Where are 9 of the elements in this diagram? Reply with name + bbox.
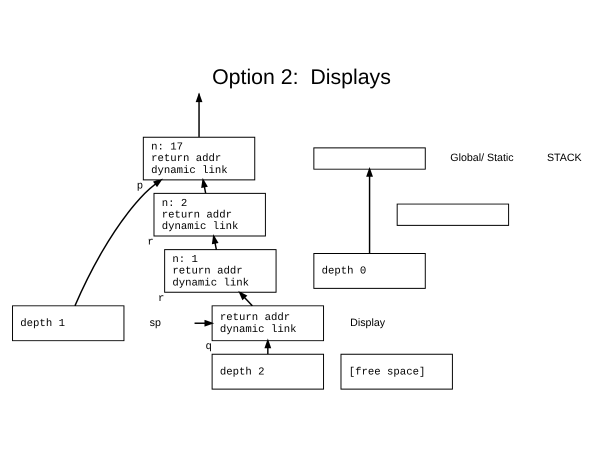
label: Global/ Static [450,152,514,164]
node-label: r [147,236,154,249]
label: Display [350,316,386,329]
node-text: sp [150,316,161,329]
diagram-title: Option 2: Displays [212,64,391,89]
node-label: p [136,180,144,192]
node-label: q [206,341,212,354]
label: STACK [546,152,582,164]
node-label: r [158,292,164,305]
